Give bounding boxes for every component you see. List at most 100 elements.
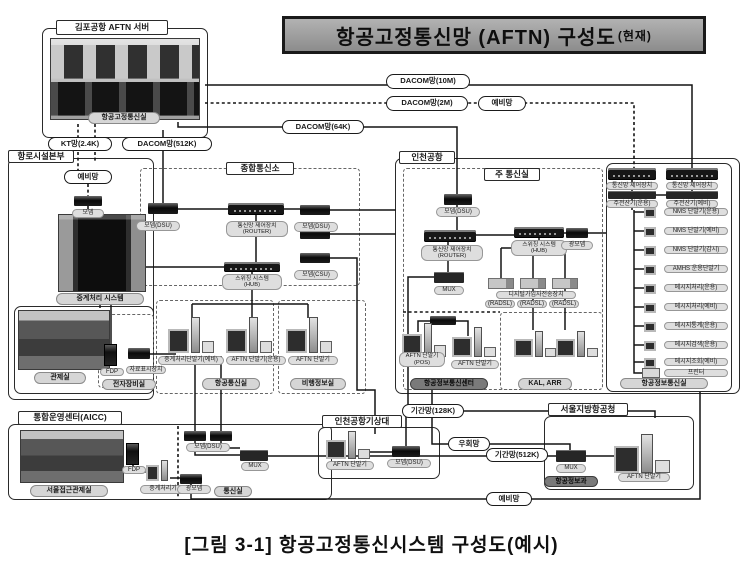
comm-center-label: 종합통신소 xyxy=(226,162,294,175)
dist-modem xyxy=(430,316,456,325)
optical-modem-2-label: 광모뎀 xyxy=(177,485,211,494)
mux-2 xyxy=(556,450,586,462)
optical-modem-1-label: 광모뎀 xyxy=(561,241,593,250)
seoul-approach-label: 서울접근관제실 xyxy=(30,485,108,497)
display-dev-label: 자료표시장치 xyxy=(126,366,166,374)
net-dacom-64k: DACOM망(64K) xyxy=(282,120,364,134)
diagram-title: 항공고정통신망 (AFTN) 구성도(현재) xyxy=(282,16,706,54)
rc-server-2 xyxy=(666,191,718,199)
rc-printer-label: 프린터 xyxy=(664,369,728,377)
dsu-7 xyxy=(392,446,420,457)
display-dev xyxy=(128,348,150,359)
fdp-1-label: FDP xyxy=(100,368,124,376)
info-division-label: 항공정보과 xyxy=(544,476,598,487)
optical-modem-1 xyxy=(566,228,588,238)
net-backup-bottom: 예비망 xyxy=(486,492,532,506)
aicc-label: 통합운영센터(AICC) xyxy=(18,411,122,425)
rc-router-2 xyxy=(666,168,718,180)
csu-1 xyxy=(300,253,330,263)
ws-2-label: NMS 단말기(예비) xyxy=(664,227,728,235)
net-dacom-512k: DACOM망(512K) xyxy=(122,137,212,151)
rc-router-1 xyxy=(608,168,656,180)
router-2 xyxy=(424,230,476,242)
mux-2-label: MUX xyxy=(556,464,586,473)
mux-1 xyxy=(434,272,464,283)
radsl-3 xyxy=(552,278,578,289)
control-room-label: 관제실 xyxy=(34,372,86,384)
workstation-2 xyxy=(644,225,660,238)
diagram-title-suffix: (현재) xyxy=(617,28,652,43)
terminal-pc-6 xyxy=(514,330,556,358)
terminal-pc-3 xyxy=(286,316,332,354)
terminal-pc-7 xyxy=(556,330,598,358)
comm-room-2-label: 통신실 xyxy=(214,486,252,497)
router-1 xyxy=(228,203,284,215)
info-comm-room-box xyxy=(606,163,732,392)
terminal-pc-9 xyxy=(614,432,670,474)
net-backup-top: 예비망 xyxy=(478,96,526,111)
radsl-2-label: (RADSL) xyxy=(517,300,547,308)
gimpo-server-photo xyxy=(50,38,200,120)
radsl-head-label: 디지털가입자전송장치 xyxy=(496,291,576,299)
optical-modem-2 xyxy=(180,474,202,484)
rc-router-1-label: 통신망 제어장치 xyxy=(606,182,658,190)
net-backup-left: 예비망 xyxy=(64,170,112,184)
csu-1-label: 모뎀(CSU) xyxy=(294,270,338,280)
route-facility-label: 항로시설본부 xyxy=(8,150,74,163)
dsu-4 xyxy=(444,194,472,205)
weather-office-label: 인천공항기상대 xyxy=(322,415,402,428)
route-facility-box xyxy=(8,158,154,400)
dsu-1-label: 모뎀(DSU) xyxy=(136,221,180,231)
radsl-3-label: (RADSL) xyxy=(549,300,579,308)
terminal-8-label: AFTN 단말기 xyxy=(326,461,374,470)
terminal-5-label: AFTN 단말기 xyxy=(451,360,499,369)
gimpo-server-label: 김포공항 AFTN 서버 xyxy=(56,20,168,35)
rc-router-2-label: 통신망 제어장치 xyxy=(666,182,718,190)
ws-8-label: 메시지검색(운용) xyxy=(664,341,728,349)
terminal-pc-2 xyxy=(226,316,272,354)
dsu-3 xyxy=(300,229,330,239)
dsu-6 xyxy=(210,431,232,441)
electronic-equip-label: 전자장비실 xyxy=(102,379,156,390)
info-comm-room-label: 항공정보통신실 xyxy=(620,378,708,389)
incheon-label: 인천공항 xyxy=(399,151,455,164)
terminal-1-label: 중계처리단말기(예비) xyxy=(158,356,224,365)
rc-server-2-label: 주전산기(예비) xyxy=(666,200,718,208)
flight-info-room-box xyxy=(278,300,366,394)
workstation-8 xyxy=(644,339,660,352)
terminal-3-label: AFTN 단말기 xyxy=(288,356,338,365)
fixed-comm-room-label: 항공고정통신실 xyxy=(88,112,160,124)
fdp-1 xyxy=(104,344,117,366)
info-comm-center-label: 항공정보통신센터 xyxy=(410,378,488,390)
radsl-2 xyxy=(520,278,546,289)
dsu-7-label: 모뎀(DSU) xyxy=(387,459,431,468)
seoul-aviation-label: 서울지방항공청 xyxy=(548,403,628,416)
radsl-1-label: (RADSL) xyxy=(485,300,515,308)
incheon-airport-box xyxy=(395,158,740,394)
dsu-2 xyxy=(300,205,330,215)
main-comm-room-label: 주 통신실 xyxy=(484,168,540,181)
workstation-6 xyxy=(644,301,660,314)
hub-1-label: 스위칭 시스템 (HUB) xyxy=(222,274,282,290)
mux-3-label: MUX xyxy=(241,462,269,471)
figure-caption: [그림 3-1] 항공고정통신시스템 구성도(예시) xyxy=(184,535,559,556)
radsl-1 xyxy=(488,278,514,289)
relay-system-label: 중계처리 시스템 xyxy=(56,293,144,305)
router-2-label: 통신망 제어장치 (ROUTER) xyxy=(421,245,483,261)
ws-6-label: 메시지처리(예비) xyxy=(664,303,728,311)
dsu-2-label: 모뎀(DSU) xyxy=(294,222,338,232)
terminal-pc-8 xyxy=(326,430,370,460)
net-kt: KT망(2.4K) xyxy=(48,137,112,151)
rc-server-1 xyxy=(608,191,656,199)
ws-9-label: 메시지조회(예비) xyxy=(664,358,728,366)
workstation-3 xyxy=(644,244,660,257)
workstation-9 xyxy=(644,356,660,369)
fdp-2-label: FDP xyxy=(122,466,146,474)
dsu-4-label: 모뎀(DSU) xyxy=(436,207,480,217)
terminal-pc-1 xyxy=(168,316,214,354)
diagram-title-text: 항공고정통신망 (AFTN) 구성도 xyxy=(336,26,616,49)
aviation-comm-room-label: 항공통신실 xyxy=(202,378,260,390)
mux-3 xyxy=(240,450,268,461)
relay-rack-photo xyxy=(58,214,146,292)
